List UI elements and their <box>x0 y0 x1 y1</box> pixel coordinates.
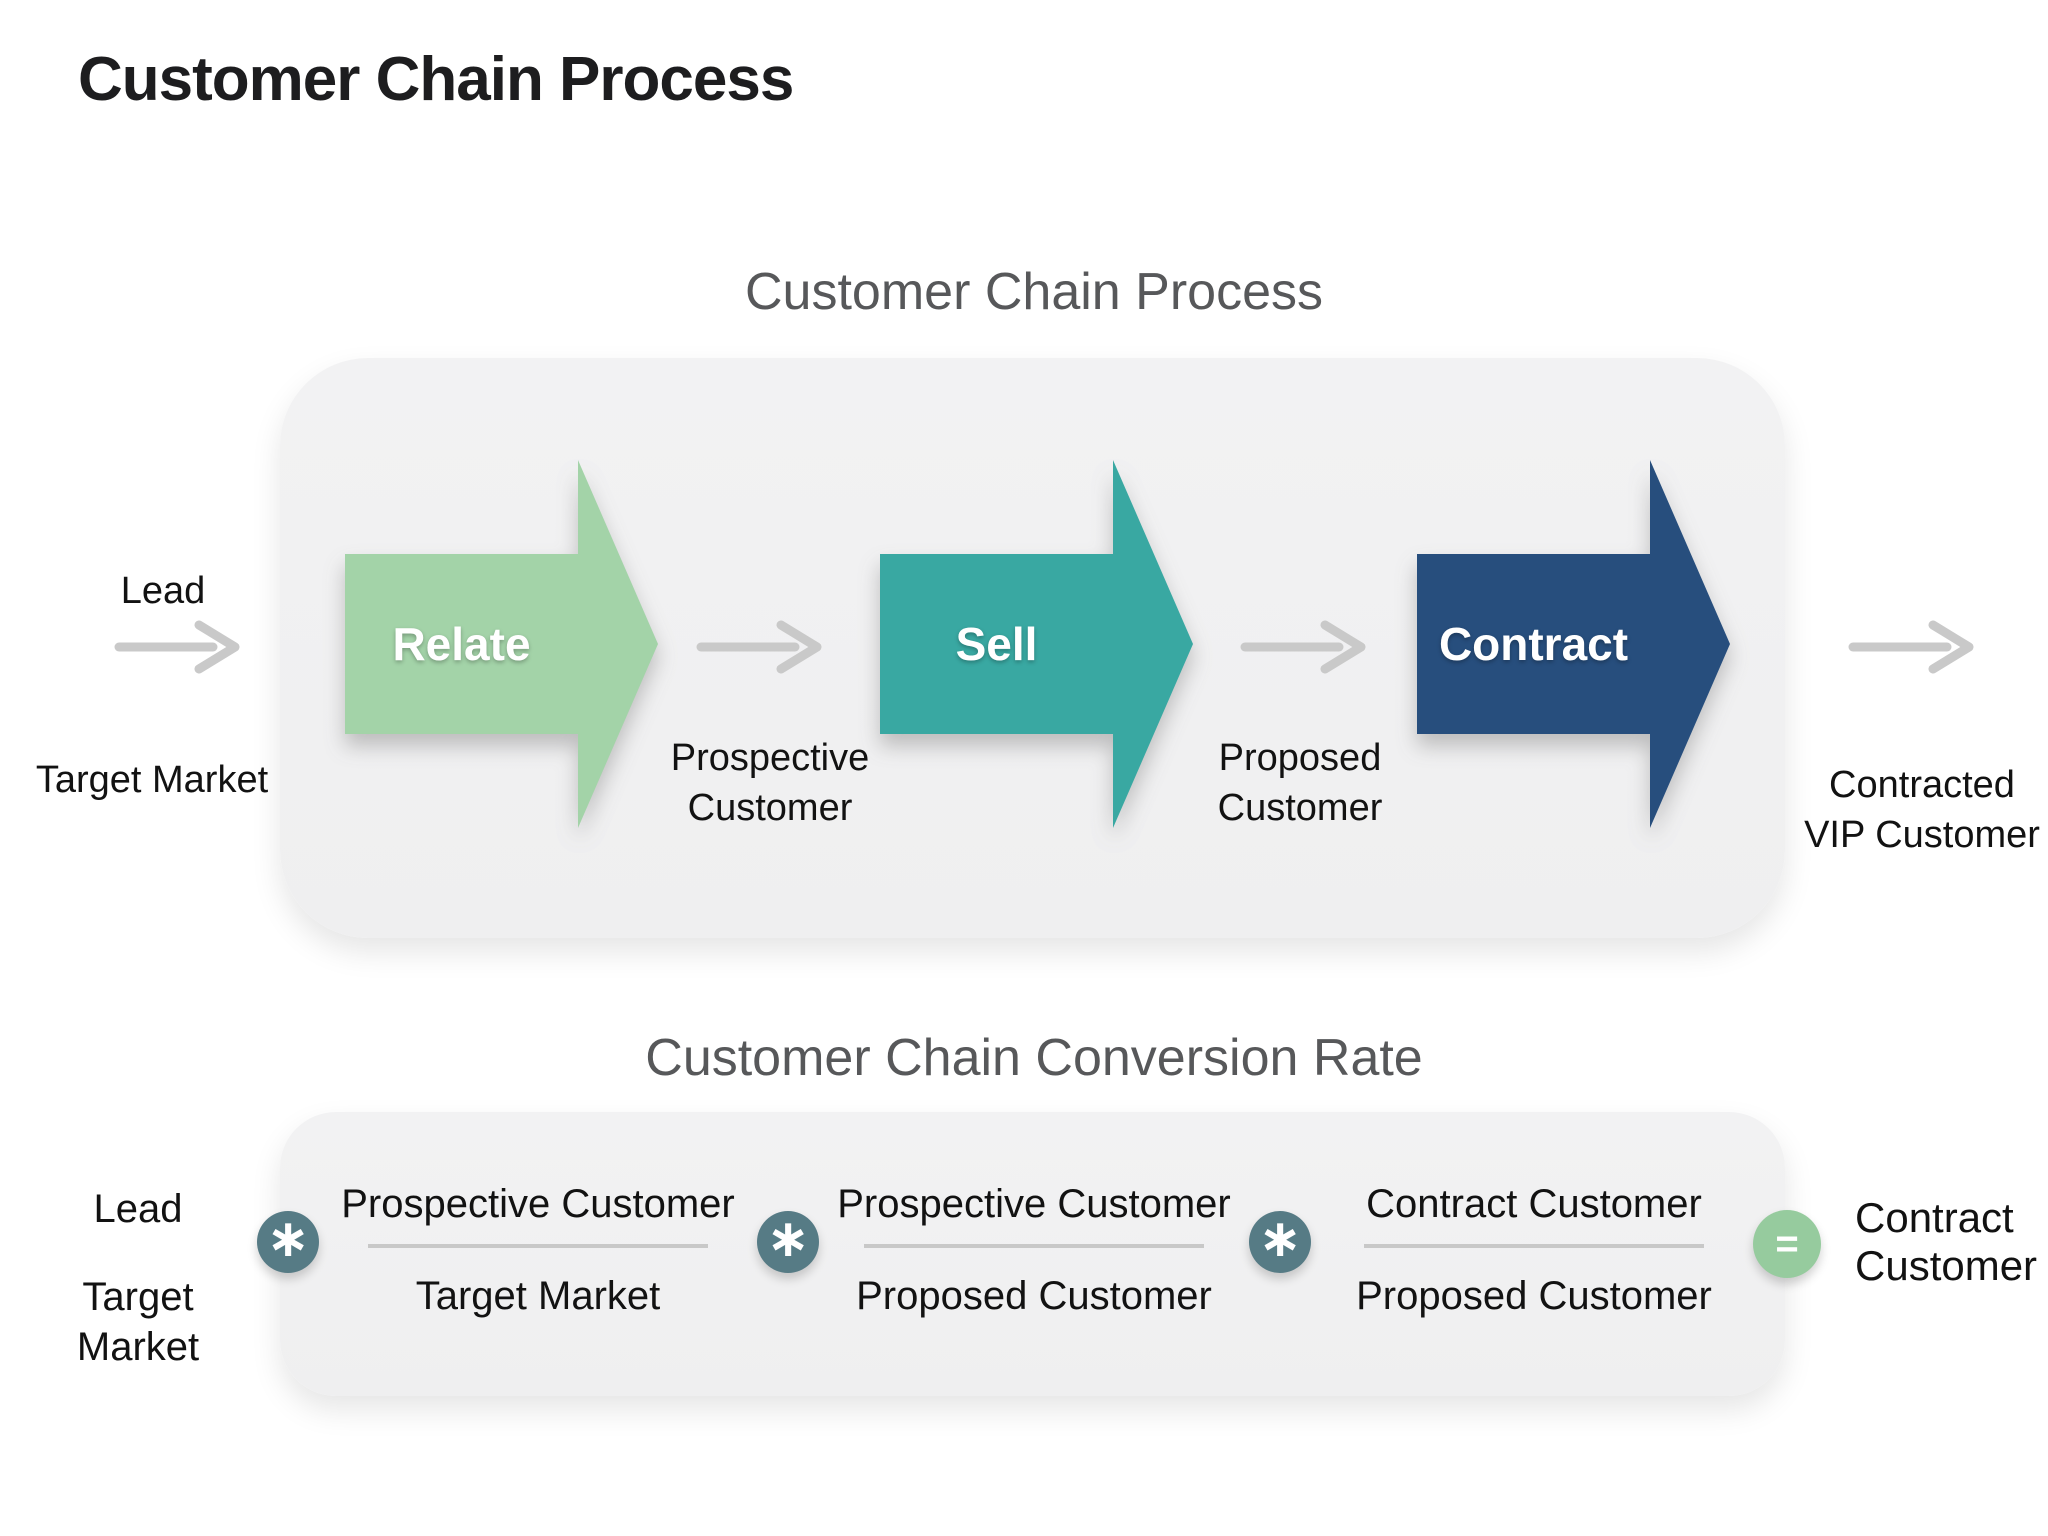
contract-arrow-shape <box>1417 460 1730 828</box>
conversion-fraction-1: Prospective Customer Target Market <box>341 1176 734 1326</box>
label-line: Prospective <box>670 737 870 779</box>
multiply-symbol: ∗ <box>1258 1210 1302 1268</box>
multiply-symbol: ∗ <box>766 1210 810 1268</box>
conversion-target-market-label: Target Market <box>38 1272 238 1372</box>
label-line: Contract <box>1855 1194 2014 1241</box>
relate-arrow-shape <box>345 460 658 828</box>
stage-label-sell: Sell <box>955 618 1038 670</box>
page-title: Customer Chain Process <box>78 45 794 114</box>
label-line: Customer <box>687 787 853 829</box>
label-line: Target <box>82 1275 194 1319</box>
process-section-title: Customer Chain Process <box>745 263 1323 321</box>
multiply-operator-icon: ∗ <box>1249 1210 1311 1273</box>
fraction-bar <box>368 1244 708 1248</box>
fraction-bar <box>864 1244 1204 1248</box>
proposed-customer-label: Proposed Customer <box>1150 733 1450 833</box>
label-line: Proposed <box>1218 737 1382 779</box>
conversion-fraction-2: Prospective Customer Proposed Customer <box>837 1176 1230 1326</box>
fraction-numerator: Contract Customer <box>1366 1182 1702 1226</box>
fraction-numerator: Prospective Customer <box>837 1182 1231 1226</box>
flow-arrow-icon <box>112 617 244 677</box>
stage-arrow-relate: Relate <box>345 460 658 828</box>
result-label: Contract Customer <box>1855 1194 2048 1290</box>
fraction-numerator: Prospective Customer <box>341 1182 735 1226</box>
label-line: VIP Customer <box>1804 814 2040 856</box>
target-market-label: Target Market <box>35 759 269 801</box>
stage-label-relate: Relate <box>392 618 531 670</box>
lead-label: Lead <box>120 570 206 612</box>
conversion-lead-label: Lead <box>93 1187 183 1231</box>
flow-arrow-icon <box>1846 617 1978 677</box>
conversion-panel <box>280 1112 1785 1396</box>
label-line: Customer <box>1855 1242 2038 1289</box>
stage-arrow-sell: Sell <box>880 460 1193 828</box>
multiply-operator-icon: ∗ <box>257 1210 319 1273</box>
multiply-operator-icon: ∗ <box>757 1210 819 1273</box>
fraction-denominator: Target Market <box>415 1274 661 1318</box>
fraction-denominator: Proposed Customer <box>1356 1274 1712 1318</box>
equals-symbol: = <box>1775 1221 1799 1266</box>
sell-arrow-shape <box>880 460 1193 828</box>
equals-operator-icon: = <box>1753 1210 1821 1278</box>
fraction-denominator: Proposed Customer <box>856 1274 1212 1318</box>
prospective-customer-label: Prospective Customer <box>620 733 920 833</box>
stage-label-contract: Contract <box>1438 618 1629 670</box>
conversion-section-title: Customer Chain Conversion Rate <box>645 1029 1423 1087</box>
contracted-vip-customer-label: Contracted VIP Customer <box>1772 760 2048 860</box>
conversion-fraction-3: Contract Customer Proposed Customer <box>1354 1176 1714 1326</box>
multiply-symbol: ∗ <box>266 1210 310 1268</box>
label-line: Market <box>76 1325 200 1369</box>
label-line: Contracted <box>1829 764 2015 806</box>
flow-arrow-icon <box>1238 617 1370 677</box>
fraction-bar <box>1364 1244 1704 1248</box>
stage-arrow-contract: Contract <box>1417 460 1730 828</box>
flow-arrow-icon <box>694 617 826 677</box>
label-line: Customer <box>1217 787 1383 829</box>
